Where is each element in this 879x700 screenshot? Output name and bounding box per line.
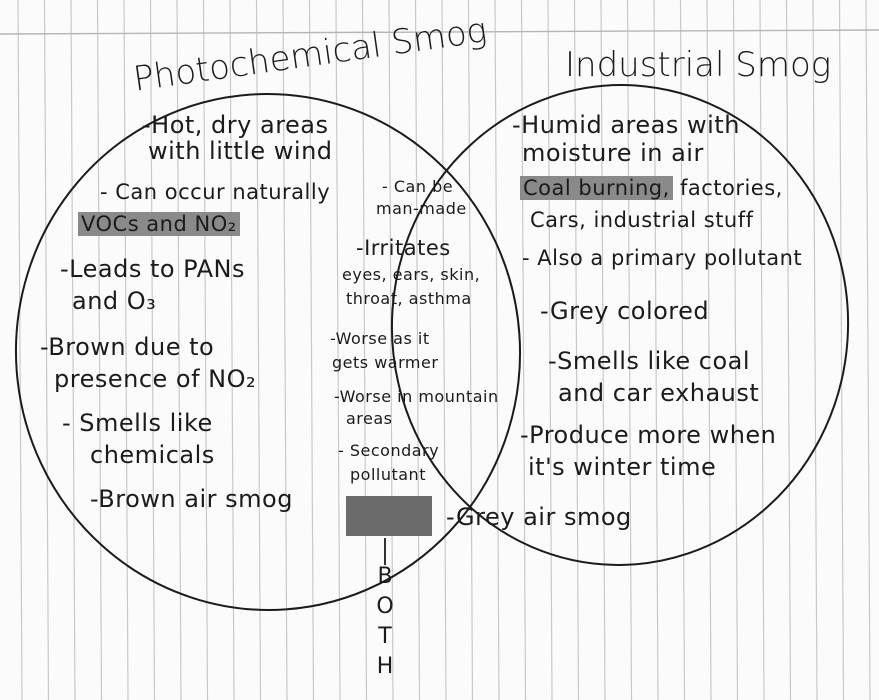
center-item-3-line-2: gets warmer	[332, 353, 439, 372]
center-item-1-line-1: - Can be	[382, 177, 454, 196]
rule-line	[149, 0, 156, 700]
rule-line	[388, 0, 394, 700]
left-item-2: - Can occur naturally	[100, 180, 331, 204]
rule-line	[441, 0, 447, 700]
left-item-1-line-1: -Hot, dry areas	[142, 111, 329, 139]
right-item-3: - Also a primary pollutant	[522, 246, 803, 270]
right-item-7: -Grey air smog	[446, 503, 632, 531]
both-letter-3: T	[378, 624, 392, 649]
right-item-2-line-1: Coal burning, factories,	[520, 176, 783, 200]
rule-line	[17, 0, 23, 700]
left-item-7: -Brown air smog	[90, 485, 293, 513]
rule-line	[626, 0, 633, 700]
rule-line	[653, 0, 659, 700]
highlight-stamp	[346, 496, 432, 536]
rule-line	[361, 0, 368, 700]
left-circle	[14, 93, 522, 611]
rule-line	[96, 0, 103, 700]
rule-line	[335, 0, 341, 700]
center-item-4-line-2: areas	[346, 409, 393, 428]
left-item-5-line-2: presence of NO₂	[54, 365, 257, 393]
rule-line	[573, 0, 580, 700]
rule-line	[706, 0, 712, 700]
rule-line	[785, 0, 792, 700]
right-item-6-line-2: it's winter time	[528, 453, 717, 481]
right-item-2-highlight: Coal burning,	[520, 176, 673, 200]
rule-line	[520, 0, 527, 700]
left-item-5-line-1: -Brown due to	[40, 333, 215, 361]
right-item-5-line-1: -Smells like coal	[548, 347, 751, 375]
left-item-4-line-2: and O₃	[72, 287, 157, 315]
rule-line	[679, 0, 686, 700]
rule-line	[255, 0, 262, 700]
both-letter-4: H	[376, 654, 394, 679]
right-circle	[390, 84, 850, 566]
rule-line	[494, 0, 500, 700]
center-item-3-line-1: -Worse as it	[330, 329, 430, 348]
center-item-2-line-2: eyes, ears, skin,	[342, 265, 481, 284]
rule-line	[282, 0, 288, 700]
right-item-6-line-1: -Produce more when	[520, 421, 777, 449]
left-item-4-line-1: -Leads to PANs	[60, 255, 245, 283]
rule-line	[43, 0, 50, 700]
rule-line	[176, 0, 182, 700]
rule-line	[229, 0, 235, 700]
both-letter-2: O	[376, 594, 394, 619]
right-item-4: -Grey colored	[540, 297, 710, 325]
center-item-1-line-2: man-made	[376, 199, 467, 218]
right-title: Industrial Smog	[565, 45, 832, 85]
rule-line	[414, 0, 421, 700]
left-item-3-highlighted: VOCs and NO₂	[78, 212, 240, 237]
left-item-6-line-1: - Smells like	[62, 409, 213, 437]
center-item-2-line-3: throat, asthma	[346, 289, 472, 308]
ruled-lines	[17, 0, 871, 700]
rule-line	[812, 0, 818, 700]
rule-line	[308, 0, 315, 700]
right-item-2-line-2: Cars, industrial stuff	[530, 208, 754, 232]
left-item-1-line-2: with little wind	[148, 137, 333, 165]
both-letter-1: B	[377, 564, 393, 589]
rule-line	[759, 0, 765, 700]
right-item-2-rest: factories,	[672, 176, 783, 200]
rule-line	[467, 0, 474, 700]
right-item-1-line-2: moisture in air	[522, 139, 704, 167]
rule-line	[123, 0, 129, 700]
center-item-5-line-1: - Secondary	[338, 441, 440, 460]
center-item-4-line-1: -Worse in mountain	[334, 387, 499, 406]
rule-line	[70, 0, 76, 700]
rule-line	[547, 0, 553, 700]
rule-line	[838, 0, 845, 700]
rule-line	[865, 0, 871, 700]
left-item-6-line-2: chemicals	[90, 441, 215, 469]
top-margin-line	[0, 29, 879, 35]
center-item-2-line-1: -Irritates	[356, 236, 451, 260]
rule-line	[600, 0, 606, 700]
right-item-1-line-1: -Humid areas with	[512, 111, 740, 139]
center-item-5-line-2: pollutant	[350, 465, 426, 484]
right-item-5-line-2: and car exhaust	[558, 379, 760, 407]
rule-line	[202, 0, 209, 700]
